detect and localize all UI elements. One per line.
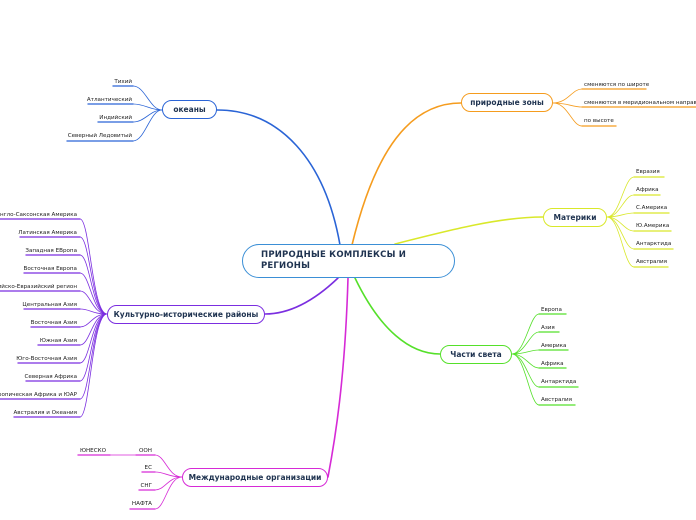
fan-oceans-3	[132, 109, 163, 142]
leaf-cultural-7[interactable]: Южная Азия	[39, 338, 77, 344]
leaf-cultural-0[interactable]: Англо-Саксонская Америка	[0, 212, 77, 218]
fan-orgs-3	[154, 476, 183, 510]
link-cultural	[264, 277, 339, 315]
leaf-parts-3[interactable]: Африка	[541, 361, 564, 367]
branch-orgs-label: Международные организации	[188, 473, 322, 482]
fan-cultural-3	[79, 272, 108, 315]
leaf-parts-2[interactable]: Америка	[541, 343, 567, 349]
leaf-continents-2[interactable]: С.Америка	[636, 205, 668, 211]
leaf-cultural-2[interactable]: Западная ЕВропа	[25, 248, 77, 254]
leaf-continents-5[interactable]: Австралия	[636, 259, 668, 265]
leaf-cultural-9[interactable]: Северная Африка	[24, 374, 77, 380]
fan-oceans-1	[132, 103, 163, 111]
branch-zones[interactable]: природные зоны	[461, 93, 553, 112]
branch-continents-label: Материки	[553, 213, 597, 222]
leaf-orgs-1[interactable]: ЕС	[144, 465, 152, 471]
fan-parts-5	[511, 353, 540, 406]
branch-parts[interactable]: Части света	[440, 345, 512, 364]
leaf-continents-3[interactable]: Ю.Америка	[636, 223, 670, 229]
leaf-parts-1[interactable]: Азия	[541, 325, 555, 331]
leaf-oceans-3[interactable]: Северный Ледовитый	[67, 133, 132, 139]
central-topic[interactable]: ПРИРОДНЫЕ КОМПЛЕКСЫ И РЕГИОНЫ	[242, 244, 455, 278]
leaf-continents-4[interactable]: Антарктида	[636, 241, 672, 247]
branch-orgs[interactable]: Международные организации	[182, 468, 328, 487]
leaf-cultural-6[interactable]: Восточная Азия	[30, 320, 77, 326]
leaf-zones-1[interactable]: сменяются в меридиональном направлении	[584, 100, 696, 106]
leaf-oceans-0[interactable]: Тихий	[114, 79, 132, 85]
branch-cultural[interactable]: Культурно-исторические районы	[107, 305, 265, 324]
leaf-continents-1[interactable]: Африка	[636, 187, 659, 193]
fan-continents-1	[606, 194, 635, 218]
central-topic-title: ПРИРОДНЫЕ КОМПЛЕКСЫ И РЕГИОНЫ	[261, 250, 407, 271]
fan-parts-1	[511, 331, 540, 355]
branch-zones-label: природные зоны	[470, 98, 544, 107]
fan-parts-4	[511, 353, 540, 388]
leaf-cultural-8[interactable]: Юго-Восточная Азия	[16, 356, 77, 362]
leaf-cultural-5[interactable]: Центральная Азия	[22, 302, 77, 308]
fan-orgs-0	[154, 454, 183, 478]
leaf-zones-2[interactable]: по высоте	[584, 118, 614, 124]
fan-continents-5	[606, 216, 635, 268]
branch-cultural-label: Культурно-исторические районы	[113, 310, 259, 319]
leaf-cultural-1[interactable]: Латинская Америка	[18, 230, 77, 236]
leaf-continents-0[interactable]: Евразия	[636, 169, 660, 175]
fan-continents-0	[606, 176, 635, 218]
leaf-oceans-1[interactable]: Атлантический	[86, 97, 132, 103]
leaf-cultural-3[interactable]: Восточная Европа	[23, 266, 77, 272]
leaf-cultural-11[interactable]: Австралия и Океания	[13, 410, 77, 416]
leaf-oceans-2[interactable]: Индийский	[99, 115, 132, 121]
leaf-zones-0[interactable]: сменяются по широте	[584, 82, 650, 88]
fan-parts-0	[511, 313, 540, 355]
branch-continents[interactable]: Материки	[543, 208, 607, 227]
branch-oceans[interactable]: океаны	[162, 100, 217, 119]
link-oceans	[216, 109, 341, 246]
fan-orgs-2	[154, 476, 183, 491]
leaf-orgs-0[interactable]: ООН	[138, 448, 152, 454]
leaf-orgs-3[interactable]: НАФТА	[131, 501, 152, 507]
leaf-cultural-10[interactable]: Тропическая Африка и ЮАР	[0, 392, 77, 398]
link-zones	[351, 102, 462, 246]
leaf-cultural-4[interactable]: Российско-Евразийский регион	[0, 284, 77, 290]
fan-cultural-2	[79, 254, 108, 315]
fan-cultural-1	[79, 236, 108, 315]
leaf-orgs-2[interactable]: СНГ	[140, 483, 152, 489]
branch-oceans-label: океаны	[173, 105, 206, 114]
link-parts	[354, 277, 441, 355]
leaf-parts-4[interactable]: Антарктида	[541, 379, 577, 385]
fan-cultural-0	[79, 218, 108, 315]
leaf-parts-5[interactable]: Австралия	[541, 397, 573, 403]
link-orgs	[327, 277, 349, 478]
fan-oceans-0	[132, 85, 163, 111]
leaf-orgs-sub-0[interactable]: ЮНЕСКО	[79, 448, 106, 454]
leaf-parts-0[interactable]: Европа	[541, 307, 562, 313]
fan-cultural-11	[79, 313, 108, 418]
fan-zones-0	[552, 88, 583, 104]
fan-zones-2	[552, 102, 583, 127]
fan-continents-4	[606, 216, 635, 250]
link-continents	[394, 216, 544, 245]
fan-cultural-10	[79, 313, 108, 400]
branch-parts-label: Части света	[450, 350, 502, 359]
fan-cultural-4	[79, 290, 108, 315]
